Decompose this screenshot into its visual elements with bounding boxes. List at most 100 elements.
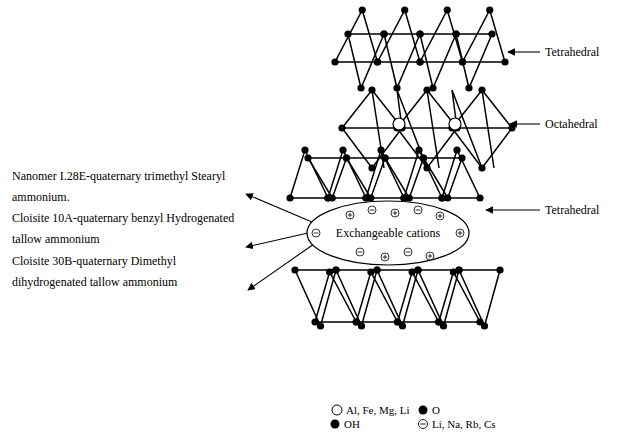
tetrahedron <box>418 270 459 326</box>
atom-dot <box>459 58 466 65</box>
octahedron-edge <box>427 90 439 168</box>
atom-dot <box>301 146 308 153</box>
oxygen-atoms <box>286 6 515 329</box>
modifier-label: Cloisite 10A-quaternary benzyl Hydrogena… <box>12 208 240 250</box>
ion-symbol <box>368 206 376 214</box>
tetrahedron <box>420 34 456 88</box>
atom-dot <box>508 124 515 131</box>
octahedron-edge <box>397 127 457 129</box>
tetrahedron <box>347 158 386 198</box>
atom-dot <box>332 266 339 273</box>
atom-dot <box>338 124 345 131</box>
tetrahedron <box>398 272 439 322</box>
tetrahedron <box>378 10 421 62</box>
leader-arrow <box>246 194 312 222</box>
modifier-label: Nanomer I.28E-quaternary trimethyl Stear… <box>12 166 240 208</box>
atom-dot <box>444 194 451 201</box>
modifier-label: Cloisite 30B-quaternary Dimethyl dihydro… <box>12 251 184 293</box>
ion-symbol <box>414 206 422 214</box>
octahedron <box>452 90 512 168</box>
atom-dot <box>377 146 384 153</box>
tetrahedron <box>336 270 377 326</box>
cation-circle <box>393 118 405 130</box>
leader-arrow <box>246 233 308 247</box>
cation-circle <box>449 118 461 130</box>
leader-arrow <box>248 244 314 290</box>
atom-dot <box>394 318 401 325</box>
pointer-arrow <box>510 123 540 124</box>
atom-dot <box>373 266 380 273</box>
ion-symbol <box>426 252 434 260</box>
tetrahedron <box>290 150 328 198</box>
tetrahedron <box>377 270 418 326</box>
atom-dot <box>353 318 360 325</box>
tetrahedron <box>348 34 384 88</box>
legend-swatch <box>419 406 428 415</box>
atom-dot <box>381 154 388 161</box>
tetrahedron <box>335 10 378 62</box>
tetrahedron <box>384 34 420 88</box>
atom-dot <box>394 318 401 325</box>
cation-ellipse: Exchangeable cations <box>306 200 470 266</box>
atom-dot <box>368 164 375 171</box>
ion-symbol <box>436 212 444 220</box>
atom-dot <box>416 30 423 37</box>
atom-dot <box>367 194 374 201</box>
atom-dot <box>478 86 485 93</box>
pointer-arrow <box>486 209 540 210</box>
tetrahedron <box>315 272 356 322</box>
ion-symbol <box>356 248 364 256</box>
atom-dot <box>359 6 366 13</box>
octahedron <box>342 90 402 168</box>
atom-dot <box>326 268 333 275</box>
ion-symbol <box>391 209 399 217</box>
legend-text: OH <box>344 417 360 431</box>
tetrahedron <box>404 150 442 198</box>
tetrahedron <box>356 272 397 322</box>
tetrahedron <box>328 150 366 198</box>
ellipse-shape <box>307 201 469 265</box>
tetrahedron <box>439 272 480 322</box>
octahedron-edge <box>482 90 494 168</box>
octahedral-cations <box>393 118 461 130</box>
atom-dot <box>401 6 408 13</box>
atom-dot <box>476 194 483 201</box>
atom-dot <box>353 318 360 325</box>
atom-dot <box>416 30 423 37</box>
atom-dot <box>304 154 311 161</box>
atom-dot <box>476 318 483 325</box>
legend-swatch <box>332 405 342 415</box>
atom-dot <box>423 164 430 171</box>
tetrahedron <box>456 34 492 88</box>
atom-dot <box>329 194 336 201</box>
atom-dot <box>423 86 430 93</box>
legend-text: Al, Fe, Mg, Li <box>346 403 410 417</box>
atom-dot <box>409 268 416 275</box>
atom-dot <box>374 58 381 65</box>
atom-dot <box>501 58 508 65</box>
atom-dot <box>435 318 442 325</box>
tetrahedron <box>442 150 480 198</box>
atom-dot <box>368 86 375 93</box>
atom-dot <box>381 154 388 161</box>
atom-dot <box>416 58 423 65</box>
atom-dot <box>444 6 451 13</box>
tetrahedron <box>385 158 424 198</box>
atom-dot <box>367 268 374 275</box>
atom-dot <box>339 146 346 153</box>
legend-swatch <box>419 420 428 429</box>
atom-dot <box>311 318 318 325</box>
atom-dot <box>380 30 387 37</box>
atom-dot <box>458 154 465 161</box>
legend-text: Li, Na, Rb, Cs <box>432 417 496 431</box>
layer-label: Tetrahedral <box>545 44 599 60</box>
atom-dot <box>478 164 485 171</box>
atom-dot <box>453 146 460 153</box>
atom-dot <box>357 84 364 91</box>
ion-symbol <box>346 211 354 219</box>
tetrahedron <box>295 270 336 326</box>
legend-text: O <box>432 403 440 417</box>
tetrahedron <box>420 10 463 62</box>
ion-symbol <box>381 253 389 261</box>
atom-dot <box>465 84 472 91</box>
